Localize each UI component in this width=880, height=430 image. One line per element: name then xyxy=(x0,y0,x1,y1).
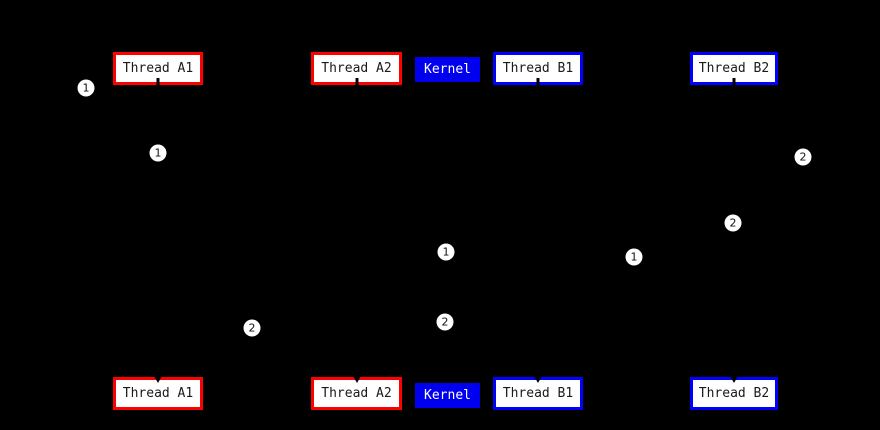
arrowhead xyxy=(352,376,361,383)
thread-a2-label: Thread A2 xyxy=(321,61,392,76)
step-badge: 1 xyxy=(77,79,95,97)
thread-a1-box-bottom: Thread A1 xyxy=(113,376,203,410)
kernel-box-top: Kernel xyxy=(415,57,480,82)
thread-b2-label: Thread B2 xyxy=(698,61,770,76)
thread-b1-box-bottom: Thread B1 xyxy=(493,376,583,410)
thread-a2-box-bottom: Thread A2 xyxy=(311,376,402,410)
arrowhead xyxy=(730,376,738,383)
thread-b2-label: Thread B2 xyxy=(698,386,770,401)
thread-a1-label: Thread A1 xyxy=(122,61,194,76)
step-badge: 1 xyxy=(437,243,455,261)
thread-a1-label: Thread A1 xyxy=(122,386,194,401)
step-badge: 2 xyxy=(243,319,261,337)
arrowhead xyxy=(154,376,162,383)
thread-b1-label: Thread B1 xyxy=(502,61,574,76)
lifeline-tick xyxy=(156,78,160,87)
kernel-label: Kernel xyxy=(424,62,471,77)
step-badge-label: 2 xyxy=(441,315,449,329)
lifeline-tick xyxy=(355,78,358,87)
step-badge-label: 1 xyxy=(154,146,162,160)
step-badge: 2 xyxy=(724,214,742,232)
arrowhead xyxy=(534,376,542,383)
kernel-box-bottom: Kernel xyxy=(415,383,480,408)
step-badge: 1 xyxy=(149,144,167,162)
thread-b1-label: Thread B1 xyxy=(502,386,574,401)
thread-b2-box-top: Thread B2 xyxy=(690,52,778,87)
thread-b1-box-top: Thread B1 xyxy=(493,52,583,87)
thread-a1-box-top: Thread A1 xyxy=(113,52,203,87)
step-badge-label: 2 xyxy=(248,321,256,335)
step-badge-label: 1 xyxy=(82,81,90,95)
step-badge-label: 1 xyxy=(630,250,638,264)
step-badge-label: 1 xyxy=(442,245,450,259)
step-badge: 2 xyxy=(436,313,454,331)
thread-a2-box-top: Thread A2 xyxy=(311,52,402,87)
kernel-label: Kernel xyxy=(424,388,471,403)
step-badge: 2 xyxy=(794,148,812,166)
thread-b2-box-bottom: Thread B2 xyxy=(690,376,778,410)
step-badge: 1 xyxy=(625,248,643,266)
lifeline-tick xyxy=(732,78,736,87)
lifeline-tick xyxy=(536,78,540,87)
step-badge-label: 2 xyxy=(799,150,807,164)
thread-a2-label: Thread A2 xyxy=(321,386,392,401)
step-badge-label: 2 xyxy=(729,216,737,230)
